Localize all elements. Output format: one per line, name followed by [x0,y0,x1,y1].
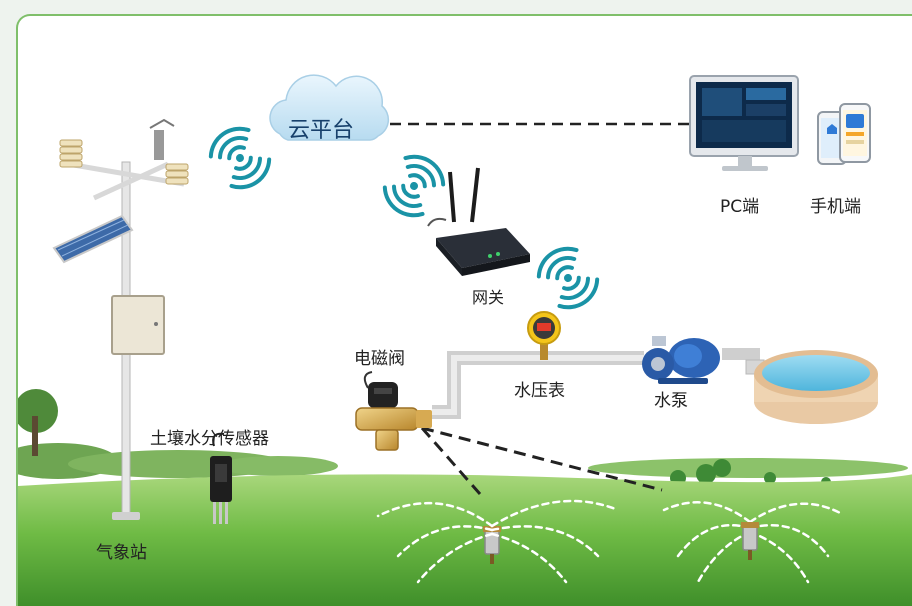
gateway-router-icon [427,167,530,276]
sprinkler-icon [741,522,759,560]
phone-icon [817,103,871,165]
soil-sensor-icon [210,432,232,524]
pc-monitor-icon [689,75,799,171]
pool-icon [754,350,878,424]
diagram-canvas: 云平台 PC端 手机端 网关 电磁阀 水压表 水泵 土壤水分传感器 气象站 [16,14,912,606]
cloud-icon [269,74,390,141]
phone-label: 手机端 [810,197,861,217]
valve-to-sprinkler-2-link [421,426,663,492]
wifi-signal-icon [536,246,600,310]
valve-to-sprinkler-1-link [420,427,482,495]
gateway-label: 网关 [472,288,505,307]
valve-label: 电磁阀 [354,349,405,369]
pressure-gauge-icon [527,311,561,360]
water-pipe [432,348,765,419]
solenoid-valve-icon [355,371,432,451]
pc-label: PC端 [720,197,760,217]
weather-station-icon [52,118,189,520]
gauge-label: 水压表 [514,381,565,401]
soil-sensor-label: 土壤水分传感器 [150,429,269,449]
wifi-signal-icon [382,154,446,218]
cloud-platform-label: 云平台 [288,118,355,143]
spray-arcs [376,499,844,584]
grass-field [18,474,912,606]
pump-label: 水泵 [654,391,688,411]
scene [18,74,912,606]
water-pump-icon [642,336,720,384]
weather-station-label: 气象站 [96,543,147,563]
wifi-signal-icon [208,126,272,190]
